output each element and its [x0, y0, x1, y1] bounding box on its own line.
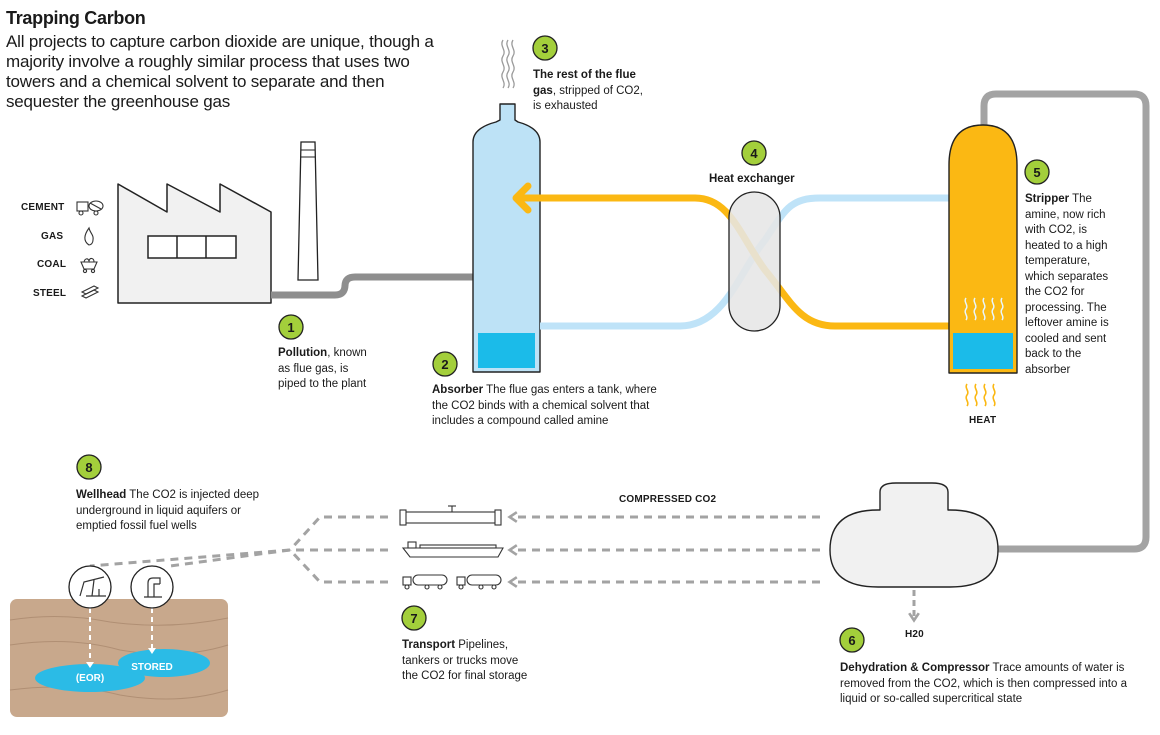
- step-badge-8: 8: [76, 454, 102, 480]
- step-badge-3: 3: [532, 35, 558, 61]
- tanker-ship-icon: [401, 541, 504, 558]
- step-text-2: The flue gas enters a tank, where the CO…: [432, 384, 657, 427]
- source-label-gas: GAS: [41, 231, 64, 242]
- step-heading-1: Pollution: [278, 347, 328, 359]
- step-badge-1: 1: [278, 314, 304, 340]
- step-badges: 1 2 3 4 5 6 7 8: [76, 35, 1050, 653]
- eor-label: (EOR): [76, 673, 104, 684]
- step-note-6: Dehydration & Compressor Trace amounts o…: [840, 661, 1140, 708]
- step-text-7: Pipelines, tankers or trucks move the CO…: [402, 639, 528, 682]
- exhaust-fumes: [501, 39, 515, 89]
- step-text-5: The amine, now rich with CO2, is heated …: [1025, 193, 1109, 376]
- step-heading-4: Heat exchanger: [709, 173, 795, 185]
- compressor-tank: [829, 482, 999, 588]
- svg-text:8: 8: [85, 460, 92, 475]
- step-heading-8: Wellhead: [76, 489, 127, 501]
- page-title: Trapping Carbon: [6, 8, 146, 28]
- oil-pump-wellhead-icon: [68, 565, 112, 609]
- svg-text:2: 2: [441, 357, 448, 372]
- svg-text:6: 6: [848, 633, 855, 648]
- svg-text:5: 5: [1033, 165, 1040, 180]
- truck-icons: [402, 574, 502, 590]
- page-subtitle: All projects to capture carbon dioxide a…: [6, 32, 434, 111]
- steel-beam-icon: [80, 285, 100, 299]
- h2o-label: H20: [905, 629, 924, 640]
- svg-text:1: 1: [287, 320, 294, 335]
- svg-text:4: 4: [750, 146, 758, 161]
- coal-cart-icon: [80, 257, 98, 274]
- step-badge-5: 5: [1024, 159, 1050, 185]
- injection-wellhead-icon: [130, 565, 174, 609]
- source-label-coal: COAL: [37, 259, 67, 270]
- cement-mixer-icon: [76, 200, 104, 216]
- step-badge-6: 6: [839, 627, 865, 653]
- pipeline-icon: [399, 505, 502, 526]
- heat-exchanger: [728, 191, 781, 332]
- compressed-co2-label: COMPRESSED CO2: [619, 494, 717, 505]
- step-heading-3: The rest of the flue gas: [533, 69, 636, 97]
- step-text-1: , known as flue gas, is piped to the pla…: [278, 347, 367, 390]
- step-note-4: Heat exchanger: [709, 172, 819, 188]
- source-label-steel: STEEL: [33, 288, 67, 299]
- svg-text:7: 7: [410, 611, 417, 626]
- step-note-2: Absorber The flue gas enters a tank, whe…: [432, 383, 657, 430]
- transport-lines: [89, 511, 820, 588]
- step-note-7: Transport Pipelines, tankers or trucks m…: [402, 638, 530, 685]
- step-heading-7: Transport: [402, 639, 456, 651]
- step-note-8: Wellhead The CO2 is injected deep underg…: [76, 488, 281, 535]
- source-label-cement: CEMENT: [21, 202, 65, 213]
- heat-icon: [965, 383, 996, 407]
- co2-pipe: [972, 90, 1150, 553]
- heat-label: HEAT: [969, 415, 997, 426]
- stored-label: STORED: [131, 662, 173, 673]
- step-note-5: Stripper The amine, now rich with CO2, i…: [1025, 192, 1117, 378]
- step-badge-4: 4: [741, 140, 767, 166]
- underground-storage: [9, 599, 229, 717]
- step-text-8: The CO2 is injected deep underground in …: [76, 489, 260, 532]
- step-text-3: , stripped of CO2, is exhausted: [533, 84, 643, 113]
- flame-icon: [84, 226, 94, 246]
- step-note-1: Pollution, known as flue gas, is piped t…: [278, 346, 373, 393]
- step-heading-2: Absorber: [432, 384, 484, 396]
- step-heading-6: Dehydration & Compressor: [840, 662, 990, 674]
- step-heading-5: Stripper: [1025, 193, 1070, 205]
- stripper-tower: [948, 124, 1018, 374]
- step-text-6: Trace amounts of water is removed from t…: [840, 662, 1127, 705]
- absorber-tower: [472, 103, 541, 373]
- step-note-3: The rest of the flue gas, stripped of CO…: [533, 68, 651, 115]
- factory: [117, 183, 272, 304]
- svg-text:3: 3: [541, 41, 548, 56]
- step-badge-7: 7: [401, 605, 427, 631]
- smokestack: [297, 141, 319, 281]
- step-badge-2: 2: [432, 351, 458, 377]
